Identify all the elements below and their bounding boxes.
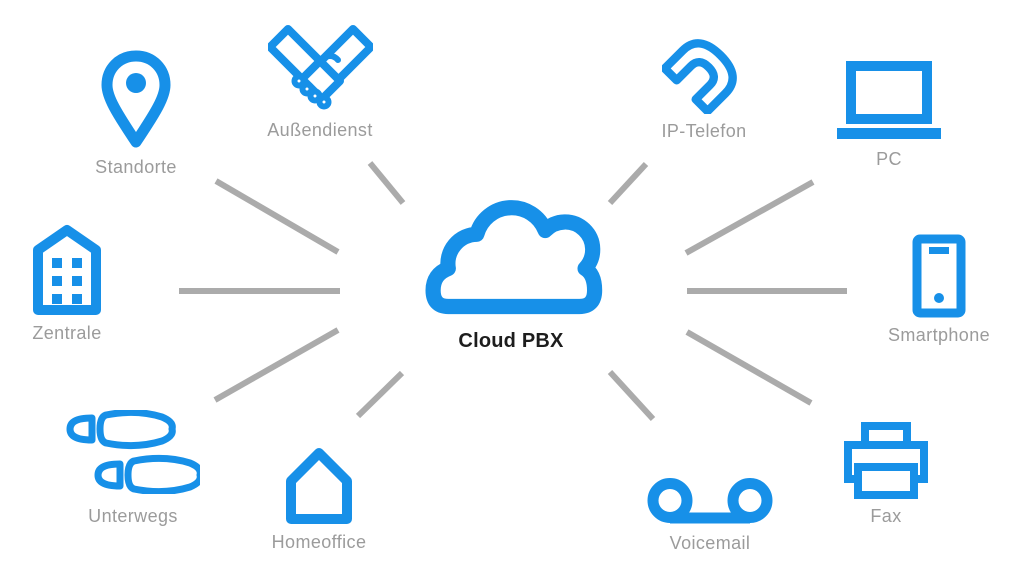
node-label: Außendienst xyxy=(267,120,373,140)
node-fax: Fax xyxy=(816,421,956,527)
map-pin-icon xyxy=(101,50,171,148)
connector-unterwegs xyxy=(213,327,340,403)
connector-fax xyxy=(685,329,813,406)
node-standorte: Standorte xyxy=(66,50,206,178)
phone-handset-icon xyxy=(662,39,737,114)
node-label: Unterwegs xyxy=(88,506,178,526)
cloud-icon xyxy=(425,200,603,315)
node-smartphone: Smartphone xyxy=(864,234,1014,346)
connector-ip-telefon xyxy=(607,161,649,206)
connector-standorte xyxy=(214,178,340,255)
footprints-icon xyxy=(66,410,200,494)
connector-homeoffice xyxy=(355,370,405,419)
node-label: Voicemail xyxy=(669,533,751,553)
node-homeoffice: Homeoffice xyxy=(239,447,399,553)
house-icon xyxy=(286,448,352,524)
connector-pc xyxy=(684,179,815,256)
node-voicemail: Voicemail xyxy=(630,478,790,554)
node-cloud-pbx: Cloud PBX xyxy=(391,200,631,353)
fax-printer-icon xyxy=(844,422,928,499)
cloud-pbx-title: Cloud PBX xyxy=(458,330,564,352)
node-label: Standorte xyxy=(95,157,177,177)
node-label: Homeoffice xyxy=(271,532,367,552)
node-label: IP-Telefon xyxy=(661,121,747,141)
node-label: Smartphone xyxy=(887,325,991,345)
node-pc: PC xyxy=(819,60,959,170)
office-building-icon xyxy=(33,225,101,315)
smartphone-icon xyxy=(912,234,966,318)
node-aussendienst: Außendienst xyxy=(240,18,400,141)
node-label: Fax xyxy=(870,506,902,526)
node-label: PC xyxy=(876,149,902,169)
handshake-icon xyxy=(267,25,373,110)
node-label: Zentrale xyxy=(32,323,102,343)
voicemail-icon xyxy=(647,478,773,524)
node-unterwegs: Unterwegs xyxy=(53,410,213,527)
node-zentrale: Zentrale xyxy=(2,224,132,344)
node-ip-telefon: IP-Telefon xyxy=(629,30,779,142)
laptop-icon xyxy=(837,61,941,139)
connector-aussendienst xyxy=(367,161,406,205)
connector-voicemail xyxy=(607,369,656,422)
